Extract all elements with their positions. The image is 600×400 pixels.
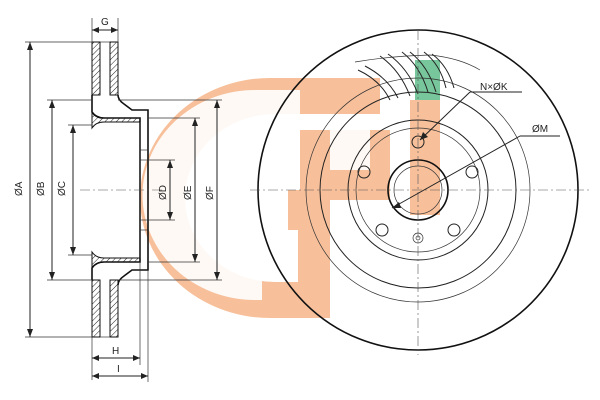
dim-label-g: G [101, 17, 109, 28]
center-bore-label: ØM [532, 124, 548, 135]
dim-label-b: ØB [36, 181, 47, 196]
width-dimensions: G H I [91, 17, 149, 382]
dim-label-f: ØF [205, 186, 216, 200]
dim-label-h: H [112, 346, 119, 357]
dim-label-i: I [117, 364, 120, 375]
dim-label-c: ØC [57, 181, 68, 196]
dim-label-a: ØA [14, 181, 25, 196]
dim-label-e: ØE [183, 185, 194, 200]
bolt-holes-label: N×ØK [480, 82, 508, 93]
front-view: N×ØK ØM [250, 29, 590, 355]
side-section-view [80, 41, 165, 338]
watermark-logo [140, 60, 440, 318]
dim-label-d: ØD [158, 185, 169, 200]
vent-slots [357, 51, 455, 101]
diameter-dimensions: ØA ØB ØC ØD ØE ØF [14, 41, 222, 338]
